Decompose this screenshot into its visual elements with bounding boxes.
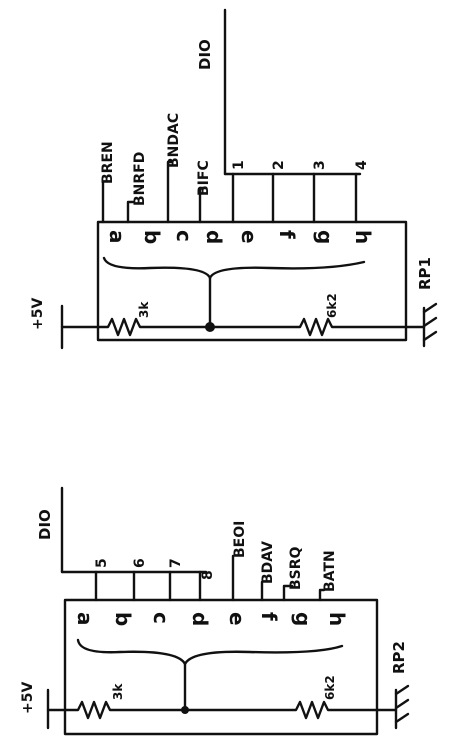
rp2-lead-g <box>282 584 294 602</box>
resistor-pack-rp1: +5V 3k 6k2 a b c d e f g h BREN BNRFD BN… <box>30 8 438 350</box>
rp2-ground-hatch-3 <box>394 712 410 724</box>
rp2-pin-d: d <box>188 612 212 626</box>
rp2-bus-line-8: 8 <box>200 570 216 580</box>
rp1-ground-hatch-3 <box>422 330 438 342</box>
rp1-lead-d <box>198 186 208 224</box>
rp1-ground-hatch-2 <box>422 316 438 328</box>
rp2-pin-f: f <box>257 612 281 621</box>
rp1-pin-e: e <box>237 230 261 244</box>
rp1-bus-line-4: 4 <box>354 160 370 170</box>
rp1-lead-b <box>126 200 136 224</box>
rp1-bus-line-1: 1 <box>231 160 247 170</box>
rp1-pin-a: a <box>105 230 129 244</box>
rp2-pin-c: c <box>149 612 173 624</box>
rp2-lead-h <box>318 588 326 602</box>
rp2-bus-label: DIO <box>36 509 54 540</box>
rp1-supply-label: +5V <box>30 298 46 330</box>
rp1-pin-h: h <box>351 230 375 244</box>
rp2-brace <box>76 638 344 666</box>
rp2-signal-beoi: BEOI <box>232 521 248 558</box>
rp1-bus-line-3: 3 <box>312 160 328 170</box>
rp2-signal-batn: BATN <box>322 550 338 592</box>
rp2-pin-b: b <box>111 612 135 626</box>
rp2-pin-e: e <box>225 612 249 626</box>
rp1-ground-hatch-1 <box>422 302 438 314</box>
rp1-pin-g: g <box>313 230 337 244</box>
rp2-bus-line-7: 7 <box>168 558 184 568</box>
rp1-brace <box>102 256 366 280</box>
rp1-resistor-top-value: 3k <box>137 301 151 318</box>
rp1-designator: RP1 <box>416 257 434 290</box>
rp2-ground-hatch-2 <box>394 698 410 710</box>
rp2-resistor-bottom-value: 6k2 <box>323 675 337 700</box>
rp1-resistor-bottom <box>208 317 408 337</box>
rp1-signal-bifc: BIFC <box>196 160 212 196</box>
rp2-resistor-top <box>63 700 187 720</box>
rp2-pin-g: g <box>291 612 315 626</box>
rp1-pin-f: f <box>275 230 299 239</box>
rp1-pin-b: b <box>140 230 164 244</box>
rp2-bus-line-5: 5 <box>94 558 110 568</box>
rp2-signal-bsrq: BSRQ <box>288 546 304 590</box>
rp2-resistor-bottom <box>183 700 379 720</box>
rp1-bus-label: DIO <box>196 39 214 70</box>
rp1-body <box>96 220 408 342</box>
rp2-body <box>63 598 379 736</box>
rp2-resistor-top-value: 3k <box>111 683 125 700</box>
rp2-ground-hatch-1 <box>394 684 410 696</box>
rp1-resistor-top <box>96 317 212 337</box>
rp1-signal-bnrfd: BNRFD <box>132 152 148 206</box>
rp1-pin-d: d <box>202 230 226 244</box>
rp2-pin-h: h <box>325 612 349 626</box>
rp1-signal-bren: BREN <box>100 141 116 184</box>
rp2-supply-label: +5V <box>20 682 36 714</box>
rp2-signal-bdav: BDAV <box>260 541 276 584</box>
rp1-pin-c: c <box>172 230 196 242</box>
resistor-pack-rp2: +5V 3k 6k2 a b c d e f g h 5 6 7 8 <box>20 486 410 736</box>
rp1-signal-bndac: BNDAC <box>166 113 182 168</box>
rp2-pin-a: a <box>73 612 97 626</box>
rp2-designator: RP2 <box>390 641 408 674</box>
rp1-bus-line-2: 2 <box>271 160 287 170</box>
rp1-resistor-bottom-value: 6k2 <box>325 293 339 318</box>
rp2-bus-line-6: 6 <box>132 558 148 568</box>
rp1-lead-c <box>166 160 174 224</box>
